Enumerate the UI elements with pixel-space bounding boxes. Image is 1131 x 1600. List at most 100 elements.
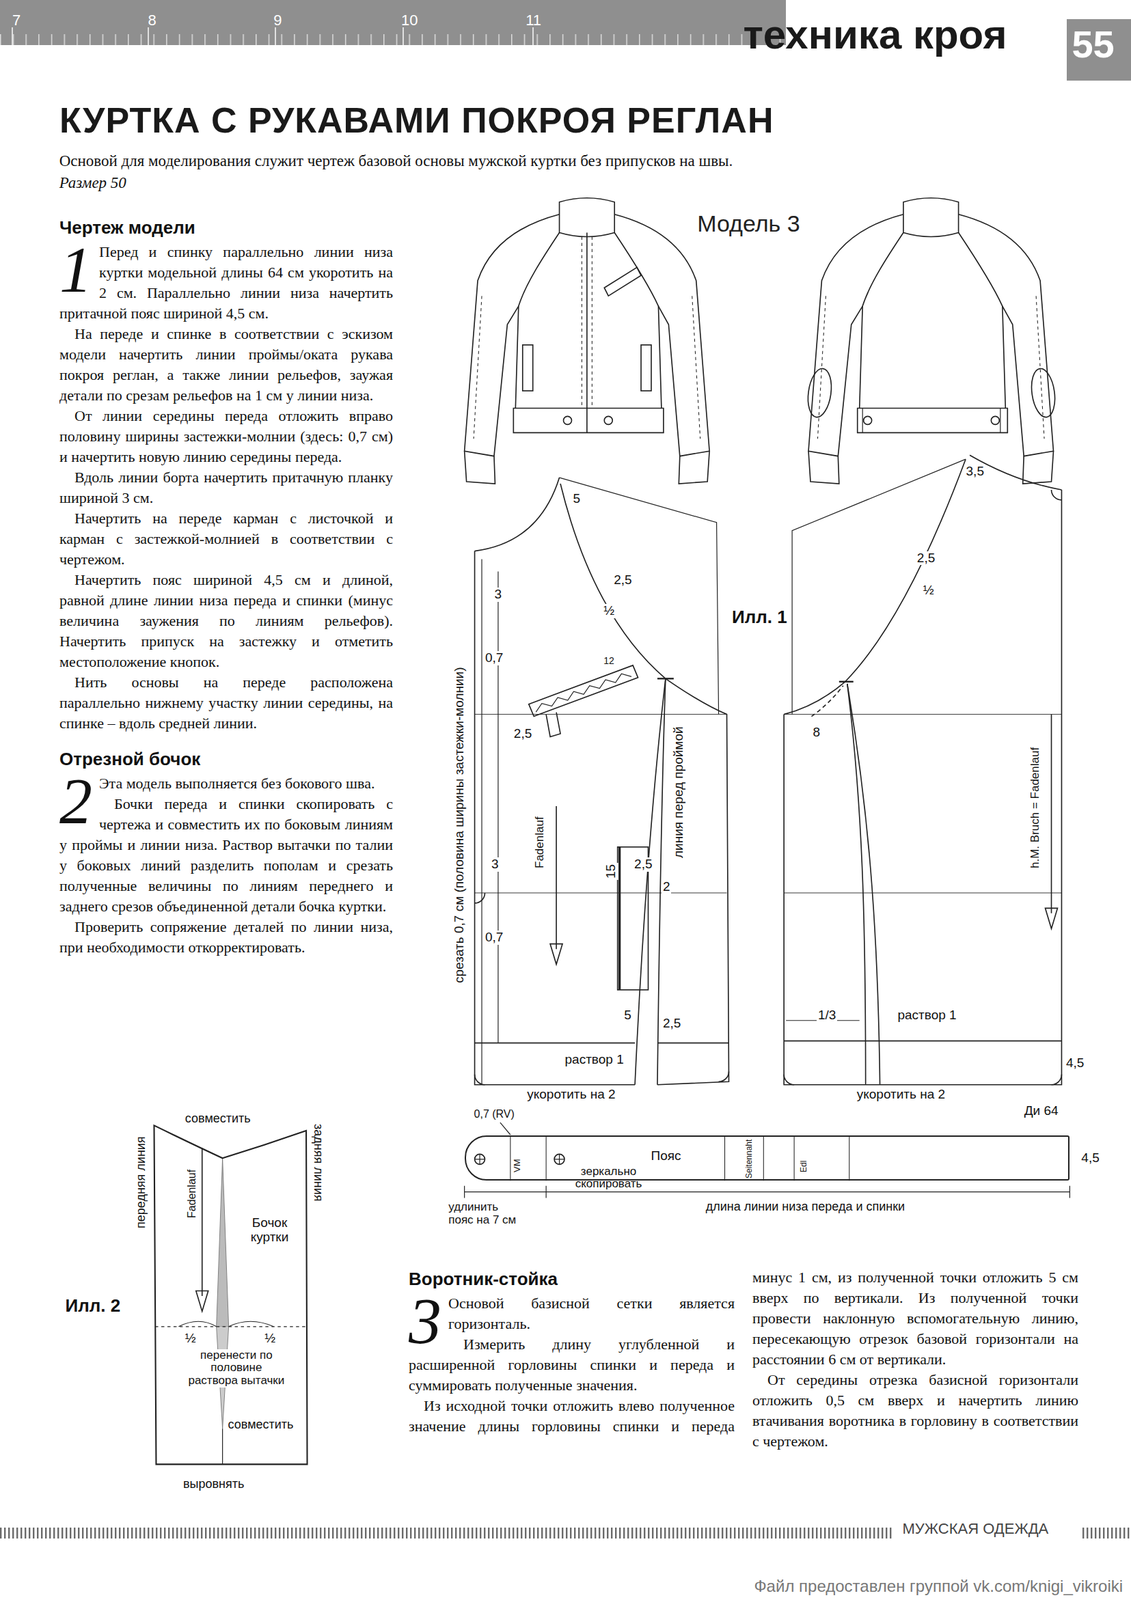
- footer-bar: [0, 1528, 892, 1539]
- jacket-sketch: [464, 198, 710, 484]
- header-ruler: [0, 0, 786, 46]
- front-pattern: [474, 714, 728, 894]
- side-panel-details: [155, 1148, 307, 1465]
- step-number: 1: [59, 243, 93, 297]
- side-panel-piece: Бочок куртки: [153, 1114, 312, 1468]
- front-pattern: [474, 477, 560, 552]
- instruction-text: От середины отрезка базисной горизонтали…: [752, 1370, 1079, 1453]
- instruction-text: На переде и спинке в соответствии с эски…: [59, 323, 393, 406]
- back-pattern: [783, 489, 1062, 1086]
- front-pattern: [657, 678, 730, 1085]
- instruction-text: Вдоль линии борта начертить притачную пл…: [59, 467, 393, 509]
- pattern-note: совместить: [226, 1418, 296, 1433]
- front-jacket-details: [522, 345, 534, 391]
- size-note: Размер 50: [59, 174, 127, 192]
- dimension-label: ½: [263, 1331, 277, 1347]
- model-title: Модель 3: [697, 211, 800, 237]
- dimension-label: 0,7: [483, 651, 505, 666]
- front-pattern: [497, 571, 499, 1043]
- front-pattern: [535, 673, 632, 713]
- step-number: 3: [408, 1295, 442, 1349]
- dimension-label: 15: [604, 862, 619, 880]
- side-panel-details: [222, 1428, 223, 1465]
- dimension-label: 5: [571, 492, 582, 507]
- front-jacket-details: [563, 416, 572, 425]
- back-pattern: [811, 686, 843, 717]
- dimension-label: ½: [602, 604, 616, 619]
- pattern-note: Ди 64: [1023, 1104, 1060, 1119]
- ruler-number: 7: [12, 12, 21, 29]
- front-pattern: [481, 559, 482, 1086]
- belt-lines: [500, 1122, 511, 1136]
- instruction-text: Нить основы на переде расположена паралл…: [59, 672, 393, 734]
- side-panel-details: [155, 1326, 307, 1328]
- instruction-text: Эта модель выполняется без бокового шва.: [59, 773, 393, 795]
- back-pattern: [783, 489, 1062, 1086]
- instruction-text: От линии середины переда отложить вправо…: [59, 405, 393, 468]
- side-panel-details: [216, 1158, 229, 1327]
- front-pattern: [474, 893, 730, 1086]
- ruler-number: 8: [148, 12, 157, 29]
- back-jacket-sketch: [808, 198, 1054, 484]
- pattern-note: укоротить на 2: [525, 1087, 617, 1103]
- pattern-note: совместить: [183, 1112, 253, 1127]
- back-jacket-details: [805, 366, 835, 419]
- dimension-label: 8: [811, 725, 822, 741]
- instruction-text: Основой базисной сетки является горизонт…: [408, 1293, 735, 1335]
- back-pattern: [847, 684, 881, 1086]
- dimension-label: 0,7 (RV): [472, 1108, 516, 1121]
- page-title: КУРТКА С РУКАВАМИ ПОКРОЯ РЕГЛАН: [59, 101, 774, 141]
- dimension-label: 2,5: [632, 857, 654, 872]
- side-panel-details: [201, 1148, 203, 1297]
- dimension-label: 2,5: [612, 573, 633, 588]
- front-pattern: [618, 847, 621, 991]
- dimension-label: 4,5: [1064, 1056, 1086, 1071]
- front-pattern: [474, 551, 636, 1086]
- belt-lines: [464, 1122, 1071, 1199]
- section-heading: Воротник-стойка: [408, 1267, 735, 1291]
- back-pattern: [783, 455, 1062, 1086]
- back-jacket-details: [1028, 366, 1058, 419]
- jacket-sketch: [559, 198, 616, 238]
- instruction-text: Измерить длину углубленной и расширенной…: [408, 1334, 735, 1397]
- watermark: Файл предоставлен группой vk.com/knigi_v…: [753, 1577, 1123, 1596]
- section-header: техника кроя: [742, 14, 1007, 56]
- text-column: Чертеж модели1Перед и спинку параллельно…: [59, 215, 393, 959]
- header-ruler: [0, 0, 786, 46]
- belt-piece: Пояс: [464, 1135, 1071, 1181]
- belt-mark: Edl: [799, 1159, 809, 1174]
- figure-label: Илл. 2: [63, 1296, 124, 1317]
- grain-label: Fadenlauf: [185, 1168, 199, 1220]
- front-jacket-details: [522, 233, 652, 434]
- pattern-note: срезать 0,7 см (половина ширины застежки…: [452, 666, 467, 986]
- step-number: 2: [59, 774, 93, 829]
- dimension-label: 2,5: [512, 727, 534, 742]
- section-heading: Чертеж модели: [59, 215, 393, 240]
- edge-label: задняя линия: [310, 1122, 325, 1204]
- text-column: Воротник-стойка 3Основой базисной сетки я…: [408, 1267, 1079, 1453]
- header-ruler: [12, 27, 534, 46]
- side-panel-details: [178, 1321, 274, 1327]
- front-jacket-details: [641, 345, 652, 391]
- back-pattern: [845, 459, 966, 683]
- front-jacket-details: [604, 416, 613, 425]
- dimension-label: 2,5: [661, 1016, 683, 1032]
- dimension-label: 3: [492, 587, 503, 603]
- dimension-label: 3,5: [964, 464, 986, 480]
- grain-label: Fadenlauf: [533, 815, 547, 870]
- back-pattern: [839, 681, 854, 683]
- jacket-sketch: [515, 233, 662, 409]
- pattern-note: длина линии низа переда и спинки: [704, 1200, 907, 1215]
- front-pattern: [550, 944, 563, 965]
- side-panel-details: [196, 1291, 209, 1313]
- jacket-sketch: [464, 214, 560, 457]
- back-jacket-details: [805, 366, 1058, 433]
- piece-name: Пояс: [649, 1149, 683, 1164]
- front-pattern: [555, 806, 557, 950]
- dimension-label: 5: [622, 1008, 633, 1024]
- back-jacket-details: [862, 407, 1001, 433]
- pattern-note: перенести по половине раствора вытачки: [183, 1349, 290, 1388]
- instruction-text: Начертить на переде карман с листочкой и…: [59, 508, 393, 570]
- edge-label: передняя линия: [134, 1135, 149, 1231]
- back-pattern: [1045, 908, 1058, 929]
